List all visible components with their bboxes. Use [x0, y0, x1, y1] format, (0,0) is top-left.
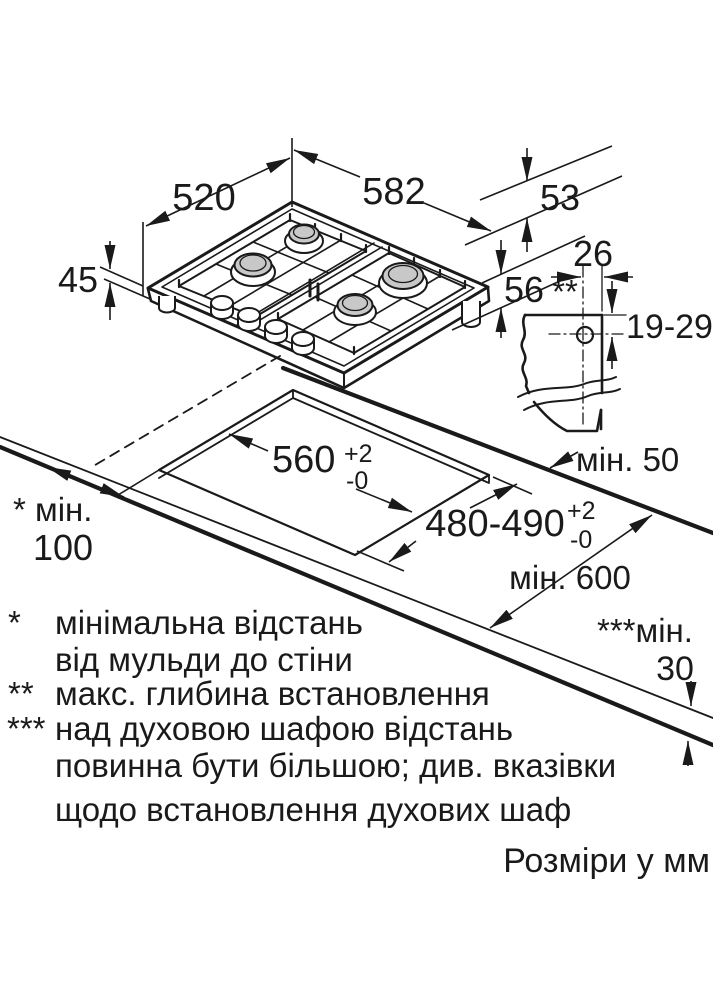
value-min30: 30: [656, 650, 694, 688]
footnotes: * мінімальна відстань від мульди до стін…: [7, 604, 710, 880]
dim-line-min100: [46, 466, 125, 498]
label-min100: * мін.: [13, 491, 92, 528]
dim-line-480-b: [388, 540, 417, 563]
footnote-3-marker: ***: [7, 710, 46, 747]
burner-right: [378, 262, 428, 299]
dim-26: 26: [573, 233, 613, 274]
dim-520: 520: [172, 177, 235, 219]
dim-line-582-a: [293, 149, 361, 178]
hob-leg-left: [158, 296, 176, 314]
ext-480-bottom: [356, 550, 405, 572]
bracket-bottom-tip: [532, 400, 603, 433]
dim-560: 560: [272, 439, 335, 481]
bracket-left-edge: [520, 313, 531, 395]
hob-leg-right: [461, 301, 481, 328]
footnote-1-line1: мінімальна відстань: [55, 604, 363, 641]
ext-lines-45: [99, 266, 151, 300]
dim-line-560-b: [355, 488, 413, 513]
dim-45: 45: [58, 259, 98, 300]
dim-19-29: 19-29: [626, 308, 713, 346]
footnote-1-line2: від мульди до стіни: [55, 641, 353, 678]
footnote-3-line3: щодо встановлення духових шаф: [55, 791, 571, 828]
dim-560-tol-minus: -0: [346, 467, 368, 495]
burner-left: [230, 252, 276, 287]
bracket-break-line-a: [517, 376, 617, 398]
hob-projection-dashed: [89, 355, 281, 469]
footnote-1-marker: *: [8, 604, 21, 641]
dim-53: 53: [540, 177, 580, 218]
hob-center-divider: [236, 242, 383, 330]
dim-480-tol-minus: -0: [570, 526, 592, 554]
label-min30: ***мін.: [597, 612, 693, 649]
footnote-2-marker: **: [8, 675, 34, 712]
dim-560-tol-plus: +2: [344, 440, 373, 468]
hob-drawing: [146, 200, 491, 390]
countertop-drawing: 560 +2 -0 480-490 +2 -0 мін. 50 мін. 600…: [0, 355, 713, 766]
burner-front: [333, 293, 377, 326]
dim-line-min600: [489, 514, 653, 629]
mounting-hole: [575, 325, 595, 345]
ext-min100: [117, 469, 160, 496]
value-min100: 100: [33, 527, 93, 568]
label-min50: мін. 50: [576, 441, 679, 478]
mounting-bracket-detail: 26 ** 19-29: [517, 233, 713, 433]
ext-lines-right: [451, 145, 623, 331]
dim-line-582-b: [423, 202, 492, 232]
dim-582: 582: [362, 171, 425, 213]
hob-dimensions: 520 582 45 53 56: [58, 138, 623, 338]
dim-line-560-a: [228, 433, 269, 452]
dim-56: 56: [504, 269, 544, 310]
footnote-3-line2: повинна бути більшою; див. вказівки: [55, 747, 616, 784]
units-note: Розміри у мм: [503, 842, 710, 880]
bracket-break-line-b: [523, 388, 621, 411]
pan-support-center-posts: [308, 278, 320, 302]
footnote-3-line1: над духовою шафою відстань: [55, 710, 513, 747]
control-knobs: [210, 295, 315, 356]
dim-line-520: [145, 157, 291, 227]
arrow-min50: [549, 451, 579, 469]
rear-wall-line: [280, 365, 713, 536]
cutout-lip: [158, 389, 490, 484]
note-marker-detail: **: [552, 273, 578, 310]
dim-line-480-a: [469, 483, 518, 509]
cutout-outline: [157, 388, 491, 557]
dim-480-490: 480-490: [425, 503, 564, 545]
dim-480-tol-plus: +2: [567, 497, 596, 525]
burner-back: [284, 223, 324, 254]
footnote-2-line1: макс. глибина встановлення: [55, 675, 490, 712]
label-min600: мін. 600: [509, 559, 631, 596]
